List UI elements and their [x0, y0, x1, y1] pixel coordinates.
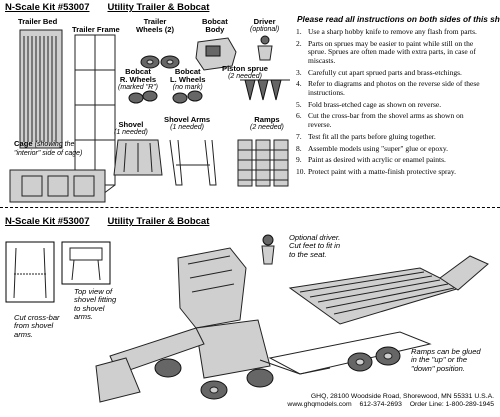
- label-driver: Driver(optional): [250, 17, 280, 34]
- driver-part: [257, 35, 273, 61]
- label-piston-sprue: Piston sprue(2 needed): [222, 64, 268, 81]
- website-link[interactable]: www.ghqmodels.com: [287, 401, 352, 408]
- instruction-step: 10.Protect paint with a matte-finish pro…: [296, 167, 457, 177]
- ramps-part: [237, 139, 289, 187]
- instruction-step: 3.Carefully cut apart sprued parts and b…: [296, 67, 462, 77]
- instruction-step: 5.Fold brass-etched cage as shown on rev…: [296, 99, 442, 109]
- instructions-title: Please read all instructions on both sid…: [297, 14, 500, 24]
- instruction-step: 6.Cut the cross-bar from the shovel arms…: [296, 111, 464, 129]
- label-trailer-bed: Trailer Bed: [18, 17, 58, 26]
- piston-sprue-part: [240, 79, 290, 101]
- instruction-steps: 1.Use a sharp hobby knife to remove any …: [296, 27, 482, 180]
- trailer-assembled-view: [259, 255, 489, 375]
- cut-line-divider: [0, 207, 500, 208]
- instruction-step: 2.Parts on sprues may be easier to paint…: [296, 38, 476, 65]
- top-view-diagram: [61, 241, 111, 285]
- cross-bar-diagram: [5, 241, 55, 303]
- label-ramps: Ramps(2 needed): [250, 115, 284, 132]
- footer-address: GHQ, 28100 Woodside Road, Shorewood, MN …: [287, 393, 494, 408]
- assembly-illustration: [5, 234, 489, 403]
- label-shovel-arms: Shovel Arms(1 needed): [164, 115, 211, 132]
- trailer-wheels-part: [140, 55, 180, 69]
- parts-illustration: [9, 29, 290, 203]
- instruction-step: 7.Test fit all the parts before gluing t…: [296, 131, 436, 141]
- phone-number: 612-374-2693: [359, 401, 402, 408]
- bobcat-body-part: [195, 37, 237, 71]
- instruction-step: 4.Refer to diagrams and photos on the re…: [296, 79, 480, 97]
- instruction-step: 9.Paint as desired with acrylic or ename…: [296, 155, 446, 165]
- instruction-step: 8.Assemble models using "super" glue or …: [296, 143, 448, 153]
- cage-part: [9, 169, 106, 203]
- bobcat-wheels-part: [128, 90, 203, 104]
- shovel-arms-part: [169, 139, 217, 186]
- bobcat-exploded-view: [95, 247, 274, 403]
- label-shovel: Shovel(1 needed): [114, 120, 148, 137]
- label-cage: Cage (showing the "interior" side of cag…: [14, 139, 83, 158]
- order-line: Order Line: 1-800-289-1945: [409, 401, 494, 408]
- trailer-bed-part: [19, 29, 63, 149]
- label-trailer-frame: Trailer Frame: [72, 25, 120, 34]
- instruction-step: 1.Use a sharp hobby knife to remove any …: [296, 27, 477, 36]
- driver-figure: [261, 234, 275, 265]
- shovel-part: [113, 139, 163, 176]
